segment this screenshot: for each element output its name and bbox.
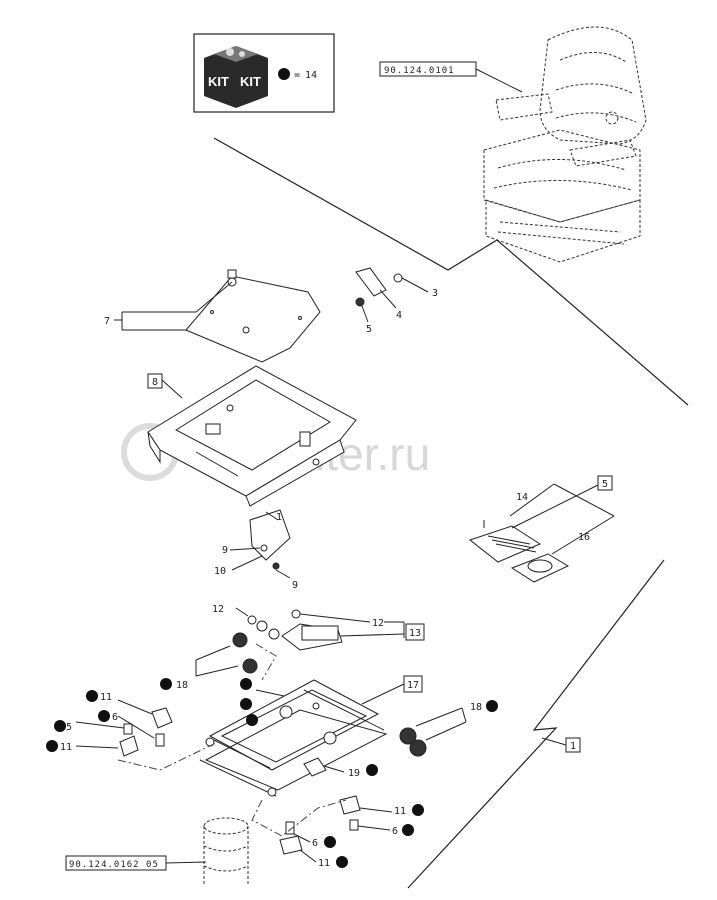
dot-11-d [336, 856, 348, 868]
kit-label-left: KIT [208, 74, 229, 89]
callout-6-a: 6 [112, 712, 118, 723]
ref-seat-assembly: 90.124.0101 [379, 61, 523, 93]
callout-1-box: 1 [541, 737, 581, 753]
callout-5-box-text: 5 [602, 479, 608, 490]
seat-pan-plate [185, 269, 321, 363]
kit-label-right: KIT [240, 74, 261, 89]
callout-19: 19 [348, 768, 360, 779]
callout-10: 10 [214, 566, 226, 577]
assembly-centerlines [117, 643, 347, 837]
callout-6-c: 6 [312, 838, 318, 849]
dot-11-b [46, 740, 58, 752]
ref-air-spring-text: 90.124.0162 05 [69, 860, 159, 870]
callout-8: 8 [147, 373, 183, 399]
kit-equals: = [294, 70, 300, 81]
dot-18-right [486, 700, 498, 712]
callout-18-right: 18 [470, 702, 482, 713]
dot-18-left [160, 678, 172, 690]
kit-dot [278, 68, 290, 80]
dot-19 [366, 764, 378, 776]
callout-7-text: 7 [104, 316, 110, 327]
dot-11-a [86, 690, 98, 702]
kit-callout: 14 [305, 70, 317, 81]
callout-17-box: 17 [361, 675, 423, 705]
rollers-left [195, 632, 258, 677]
callout-14: 14 [516, 492, 528, 503]
callout-13-text: 13 [409, 628, 421, 639]
lever-bracket [229, 509, 291, 579]
dot-6-c [324, 836, 336, 848]
dot-11-c [412, 804, 424, 816]
kit-icon: KIT KIT [204, 46, 268, 108]
callout-13-box: 13 [405, 623, 425, 641]
callout-8-text: 8 [152, 377, 158, 388]
bracket-small [355, 267, 429, 323]
kit-box: KIT KIT = 14 [193, 33, 335, 113]
air-spring [203, 817, 249, 886]
callout-18-left: 18 [176, 680, 188, 691]
dot-mid-a [240, 678, 252, 690]
callout-1-lever: 1 [276, 512, 282, 523]
small-parts-left [75, 699, 173, 757]
callout-3: 3 [432, 288, 438, 299]
callout-11-b: 11 [60, 742, 72, 753]
callout-5-box: 5 [597, 475, 613, 491]
ref-seat-assembly-text: 90.124.0101 [384, 66, 455, 76]
rollers-right [399, 707, 467, 757]
dot-6-b [402, 824, 414, 836]
callout-11-a: 11 [100, 692, 112, 703]
callout-9-top: 9 [222, 545, 228, 556]
callout-12-right: 12 [372, 618, 384, 629]
callout-11-c: 11 [394, 806, 406, 817]
callout-6-b: 6 [392, 826, 398, 837]
callout-4: 4 [396, 310, 402, 321]
dot-mid-b [240, 698, 252, 710]
callout-11-d: 11 [318, 858, 330, 869]
section-lines [213, 137, 689, 889]
ref-air-spring: 90.124.0162 05 [65, 855, 207, 871]
dot-mid-c [246, 714, 258, 726]
handle-assembly [468, 483, 615, 583]
callout-5-top: 5 [366, 324, 372, 335]
callout-17-text: 17 [407, 680, 419, 691]
small-parts-right [279, 795, 393, 863]
seat-frame [147, 365, 357, 507]
scissor-mechanism [199, 679, 388, 797]
callout-12-left: 12 [212, 604, 224, 615]
seat-illustration [483, 26, 647, 263]
dot-5 [54, 720, 66, 732]
callout-16: 16 [578, 532, 590, 543]
callout-5-left: 5 [66, 722, 72, 733]
callout-1-box-text: 1 [570, 741, 576, 752]
dot-6-a [98, 710, 110, 722]
gas-spring [235, 607, 405, 651]
callout-7: 7 [104, 281, 233, 331]
callout-9-bottom: 9 [292, 580, 298, 591]
